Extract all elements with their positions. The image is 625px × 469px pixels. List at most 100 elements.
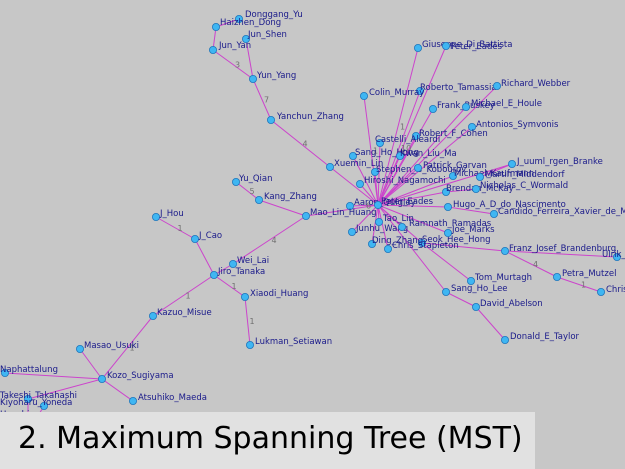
node-takeshi[interactable]: Takeshi_Takahashi (0, 391, 77, 403)
node-mao_lin[interactable]: Mao_Lin_Huang (301, 208, 377, 220)
node-marker[interactable] (190, 234, 199, 243)
node-yun_yang[interactable]: Yun_Yang (248, 71, 296, 84)
node-marker[interactable] (441, 187, 450, 196)
node-haizhen_dong[interactable]: Haizhen_Dong (211, 18, 281, 31)
node-marker[interactable] (500, 335, 509, 344)
node-marker[interactable] (231, 177, 240, 186)
node-jun_shen[interactable]: Jun_Shen (241, 30, 287, 44)
node-marker[interactable] (374, 217, 383, 226)
node-hugo[interactable]: Hugo_A_D_do_Nascimento (443, 200, 566, 211)
node-marker[interactable] (370, 167, 379, 176)
node-ding_zhang[interactable]: Ding_Zhang (367, 236, 423, 248)
node-marker[interactable] (76, 344, 85, 353)
node-castelli[interactable]: Castelli_Aleardi (375, 135, 440, 147)
node-donald[interactable]: Donald_E_Taylor (500, 332, 580, 344)
node-marker[interactable] (475, 172, 484, 181)
node-sang_hong[interactable]: Sang_Ho_Hong (348, 148, 419, 160)
node-jiro[interactable]: Jiro_Tanaka (209, 267, 265, 279)
node-antonios[interactable]: Antonios_Symvonis (467, 120, 559, 132)
node-xuemin_lin[interactable]: Xuemin_Lin (325, 159, 383, 171)
node-tom[interactable]: Tom_Murtagh (466, 273, 532, 285)
node-marker[interactable] (266, 116, 275, 125)
node-wei_lai[interactable]: Wei_Lai (228, 256, 269, 268)
node-marker[interactable] (241, 35, 250, 44)
node-marker[interactable] (597, 287, 606, 296)
node-ulrik[interactable]: Ulrik_Brandes (602, 250, 625, 261)
node-wormald[interactable]: Nicholas_C_Wormald (471, 181, 568, 193)
node-marker[interactable] (345, 201, 354, 210)
node-marker[interactable] (383, 244, 392, 253)
node-marker[interactable] (415, 87, 424, 96)
node-masao[interactable]: Masao_Usuki (76, 341, 139, 353)
node-aaron[interactable]: Aaron_Quigley (345, 198, 416, 210)
node-lukman[interactable]: Lukman_Setiawan (245, 337, 332, 349)
node-marker[interactable] (413, 163, 422, 172)
node-marker[interactable] (348, 151, 357, 160)
node-marker[interactable] (40, 401, 49, 410)
node-colin_murray[interactable]: Colin_Murray (359, 88, 424, 101)
node-marker[interactable] (355, 179, 364, 188)
node-marker[interactable] (507, 159, 516, 168)
node-middendorf[interactable]: Martin_Middendorf (475, 170, 566, 181)
node-marker[interactable] (375, 138, 384, 147)
node-marker[interactable] (428, 105, 437, 114)
node-marker[interactable] (500, 246, 509, 255)
node-marker[interactable] (443, 228, 452, 237)
node-richard_webber[interactable]: Richard_Webber (492, 79, 571, 91)
node-hiroshi[interactable]: Hiroshi_Nagamochi (355, 176, 446, 188)
node-marker[interactable] (228, 259, 237, 268)
node-marker[interactable] (367, 239, 376, 248)
node-marker[interactable] (613, 252, 622, 261)
node-kwan_liu[interactable]: Kwan_Liu_Ma (395, 149, 457, 160)
node-chris[interactable]: Chris_Stapleton (383, 241, 459, 253)
node-tao_lin[interactable]: Tao_Lin (374, 214, 414, 226)
node-marker[interactable] (489, 209, 498, 218)
node-patrick[interactable]: Patrick_Garvan (413, 161, 487, 172)
node-marker[interactable] (448, 171, 457, 180)
node-marker[interactable] (128, 396, 137, 405)
node-kazuo[interactable]: Kazuo_Misue (148, 308, 212, 320)
node-yanchun_zhang[interactable]: Yanchun_Zhang (266, 112, 344, 125)
node-kozo[interactable]: Kozo_Sugiyama (98, 371, 174, 383)
node-marker[interactable] (492, 82, 501, 91)
node-marker[interactable] (211, 22, 220, 31)
node-junhu_wang[interactable]: Junhu_Wang (347, 224, 408, 236)
node-marker[interactable] (240, 292, 249, 301)
node-marker[interactable] (347, 227, 356, 236)
node-candido[interactable]: Candido_Ferreira_Xavier_de_Mendonca_Neto (489, 207, 625, 218)
node-franz[interactable]: Franz_Josef_Brandenburg (500, 244, 616, 255)
node-robert_cohen[interactable]: Robert_F_Cohen (411, 129, 488, 140)
node-marker[interactable] (98, 374, 107, 383)
node-marker[interactable] (443, 202, 452, 211)
node-marker[interactable] (234, 14, 243, 23)
node-marker[interactable] (373, 200, 382, 209)
node-donggang_yu[interactable]: Donggang_Yu (234, 10, 303, 23)
node-marker[interactable] (148, 311, 157, 320)
node-marker[interactable] (553, 272, 562, 281)
node-marker[interactable] (209, 270, 218, 279)
node-marker[interactable] (359, 92, 368, 101)
node-marker[interactable] (1, 368, 9, 377)
node-j_hou[interactable]: J_Hou (151, 209, 184, 221)
node-yu_qian[interactable]: Yu_Qian (231, 174, 273, 186)
node-j_cao[interactable]: J_Cao (190, 231, 222, 243)
node-marker[interactable] (301, 211, 310, 220)
node-marker[interactable] (395, 151, 404, 160)
node-kiyoharu[interactable]: Kiyoharu_Yoneda (0, 398, 72, 410)
node-seok[interactable]: Seok_Hee_Hong (417, 235, 490, 247)
node-marker[interactable] (245, 340, 254, 349)
node-giuseppe[interactable]: Giuseppe_Di_Battista (413, 40, 512, 53)
node-jurgen[interactable]: J_uuml_rgen_Branke (507, 157, 603, 168)
node-christian[interactable]: Christian_Bachmaier (597, 285, 625, 296)
node-michael_houle[interactable]: Michael_E_Houle (461, 99, 542, 112)
node-marker[interactable] (417, 238, 426, 247)
node-marker[interactable] (471, 302, 480, 311)
node-marker[interactable] (151, 212, 160, 221)
node-david_abelson[interactable]: David_Abelson (471, 299, 543, 311)
node-naphattalung[interactable]: Naphattalung (0, 365, 58, 377)
node-marker[interactable] (397, 222, 406, 231)
node-ramnath[interactable]: Ramnath_Ramadas (397, 219, 492, 231)
node-marker[interactable] (325, 162, 334, 171)
node-marker[interactable] (411, 131, 420, 140)
node-xiaodi[interactable]: Xiaodi_Huang (240, 289, 308, 301)
